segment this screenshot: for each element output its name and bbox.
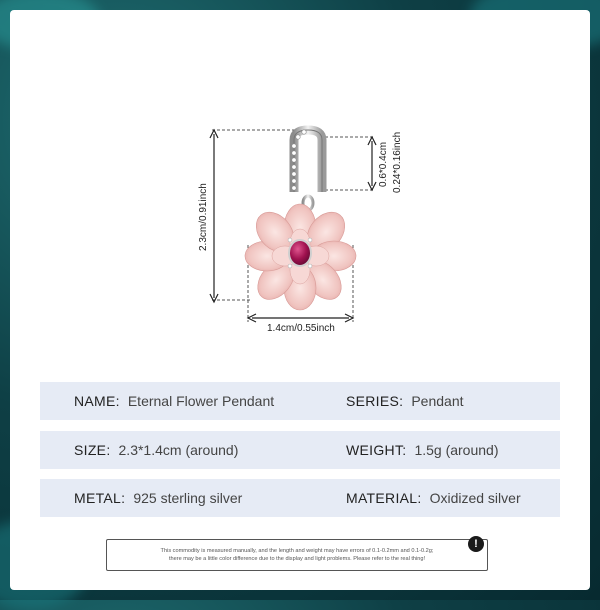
spec-value: 925 sterling silver bbox=[133, 490, 243, 506]
spec-value: Oxidized silver bbox=[429, 490, 521, 506]
flower-charm bbox=[244, 203, 357, 311]
spec-label: SIZE: bbox=[74, 442, 111, 458]
spec-value: Eternal Flower Pendant bbox=[127, 393, 275, 409]
spec-value: 2.3*1.4cm (around) bbox=[118, 442, 239, 458]
spec-value: Pendant bbox=[411, 393, 464, 409]
disclaimer-line: This commodity is measured manually, and… bbox=[160, 548, 434, 554]
pendant-bail bbox=[289, 125, 327, 212]
spec-label: METAL: bbox=[74, 490, 126, 506]
spec-label: NAME: bbox=[74, 393, 120, 409]
width-dimension-label: 1.4cm/0.55inch bbox=[267, 323, 335, 334]
dimension-arrows bbox=[209, 128, 377, 323]
spec-row: NAME: Eternal Flower Pendant SERIES: Pen… bbox=[40, 382, 560, 420]
spec-label: MATERIAL: bbox=[346, 490, 422, 506]
spec-row: METAL: 925 sterling silver MATERIAL: Oxi… bbox=[40, 479, 560, 517]
disclaimer-notice: This commodity is measured manually, and… bbox=[106, 539, 488, 571]
spec-label: SERIES: bbox=[346, 393, 404, 409]
bail-dimension-inch-label: 0.24*0.16inch bbox=[392, 131, 403, 193]
pendant-illustration bbox=[209, 125, 377, 323]
disclaimer-line: there may be a little color difference d… bbox=[168, 556, 426, 562]
bail-dimension-label: 0.6*0.4cm bbox=[378, 141, 389, 187]
spec-value: 1.5g (around) bbox=[414, 442, 499, 458]
exclamation-icon: ! bbox=[468, 536, 484, 552]
spec-label: WEIGHT: bbox=[346, 442, 407, 458]
height-dimension-label: 2.3cm/0.91inch bbox=[198, 183, 209, 251]
spec-row: SIZE: 2.3*1.4cm (around) WEIGHT: 1.5g (a… bbox=[40, 431, 560, 469]
